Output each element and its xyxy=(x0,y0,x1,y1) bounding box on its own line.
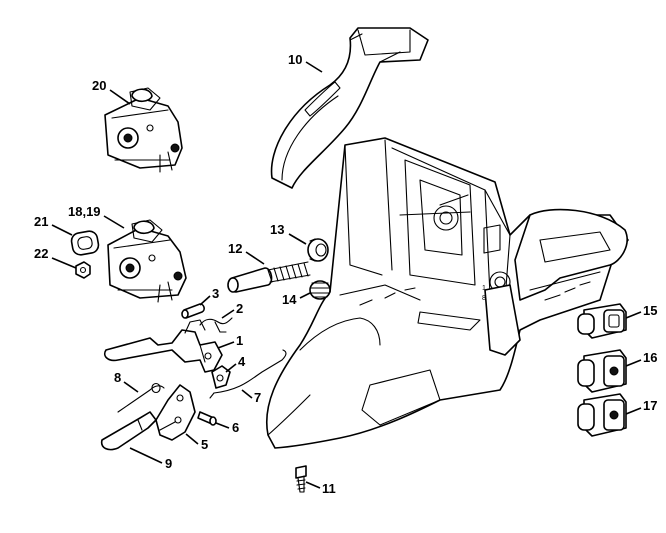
part-14-spring-sleeve xyxy=(309,280,331,300)
callout-4: 4 xyxy=(225,354,246,373)
part-2-spring xyxy=(199,317,233,333)
callout-8: 8 xyxy=(114,370,139,393)
callout-14: 14 xyxy=(282,292,311,307)
callout-label-2: 2 xyxy=(236,301,243,316)
part-9-trigger-lever xyxy=(100,411,157,451)
callout-15: 15 xyxy=(625,303,657,319)
callout-label-3: 3 xyxy=(212,286,219,301)
callout-label-22: 22 xyxy=(34,246,48,261)
callout-1: 1 xyxy=(217,333,243,349)
callout-label-17: 17 xyxy=(643,398,657,413)
callout-18-19: 18,19 xyxy=(68,204,125,229)
callout-label-15: 15 xyxy=(643,303,657,318)
callout-7: 7 xyxy=(241,389,261,405)
part-13-grommet xyxy=(307,238,329,262)
callout-label-5: 5 xyxy=(201,437,208,452)
part-20-carburetor xyxy=(104,87,183,173)
part-6-roll-pin xyxy=(197,411,217,426)
callout-10: 10 xyxy=(288,52,323,73)
part-12-spring-plunger xyxy=(227,261,311,293)
callout-13: 13 xyxy=(270,222,307,245)
callout-2: 2 xyxy=(221,301,243,319)
part-22-nut xyxy=(75,261,91,279)
callout-label-11: 11 xyxy=(322,481,336,496)
housing-mark-1: 1 xyxy=(482,285,486,292)
callout-label-1: 1 xyxy=(236,333,243,348)
part-21-gasket xyxy=(70,230,100,256)
callout-17: 17 xyxy=(625,398,657,415)
callout-20: 20 xyxy=(92,78,131,105)
callout-6: 6 xyxy=(215,420,239,435)
callout-label-12: 12 xyxy=(228,241,242,256)
callout-label-8: 8 xyxy=(114,370,121,385)
callout-label-7: 7 xyxy=(254,390,261,405)
callout-3: 3 xyxy=(199,286,219,306)
part-17-buffer xyxy=(577,393,627,437)
part-4-lever xyxy=(211,365,231,389)
callout-label-4: 4 xyxy=(238,354,246,369)
part-3-pin xyxy=(181,303,205,319)
callout-label-20: 20 xyxy=(92,78,106,93)
part-8-spring xyxy=(117,382,165,413)
callout-22: 22 xyxy=(34,246,77,269)
callout-label-14: 14 xyxy=(282,292,297,307)
part-7-throttle-rod xyxy=(209,349,287,399)
main-housing xyxy=(266,137,629,449)
part-10-handle-cover xyxy=(270,27,429,189)
callout-21: 21 xyxy=(34,214,73,236)
callout-16: 16 xyxy=(625,350,657,367)
callout-label-6: 6 xyxy=(232,420,239,435)
callout-label-10: 10 xyxy=(288,52,302,67)
callout-label-21: 21 xyxy=(34,214,48,229)
part-11-screw xyxy=(295,465,307,493)
part-16-buffer xyxy=(577,349,627,393)
part-5-throttle-trigger xyxy=(155,384,196,441)
callout-5: 5 xyxy=(185,433,208,452)
part-18-19-carburetor xyxy=(107,219,187,303)
callout-9: 9 xyxy=(129,447,172,471)
callout-label-13: 13 xyxy=(270,222,284,237)
callout-label-16: 16 xyxy=(643,350,657,365)
part-15-buffer xyxy=(577,303,627,339)
housing-mark-8: 8 xyxy=(482,295,486,302)
callout-12: 12 xyxy=(228,241,265,265)
part-1-interlock-lever xyxy=(103,319,223,373)
callout-label-9: 9 xyxy=(165,456,172,471)
callout-label-18-19: 18,19 xyxy=(68,204,101,219)
callout-11: 11 xyxy=(305,481,336,496)
